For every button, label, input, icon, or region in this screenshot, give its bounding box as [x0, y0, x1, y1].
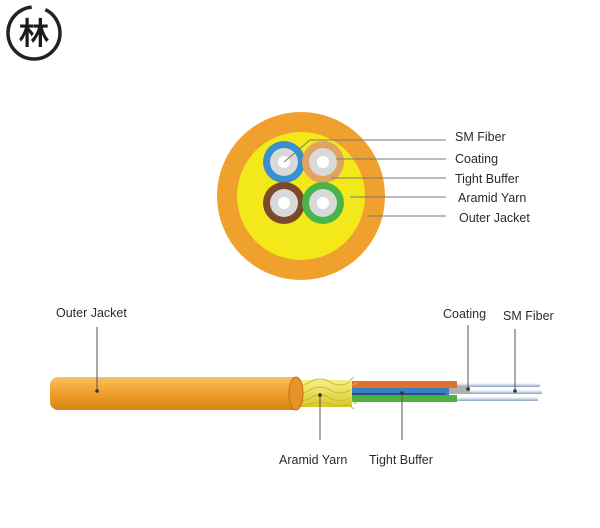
logo-glyph: 林 [19, 17, 49, 52]
cross-fiber-brown [263, 182, 305, 224]
leader-cross-sm-fiber [283, 139, 446, 163]
label-cross-aramid-yarn: Aramid Yarn [458, 191, 526, 205]
side-view: Outer Jacket Coating SM Fiber Aramid Yar… [50, 306, 554, 467]
label-side-coating: Coating [443, 307, 486, 321]
label-cross-sm-fiber: SM Fiber [455, 130, 506, 144]
cross-section-view: SM Fiber Coating Tight Buffer Aramid Yar… [217, 112, 530, 280]
label-side-aramid-yarn: Aramid Yarn [279, 453, 347, 467]
cross-fiber-green [302, 182, 344, 224]
cross-fiber-tan [302, 141, 344, 183]
side-coating [430, 386, 470, 394]
brand-logo: 林 [6, 5, 62, 61]
side-sm-fibers [440, 383, 542, 401]
side-outer-jacket [50, 376, 304, 411]
label-cross-coating: Coating [455, 152, 498, 166]
label-cross-outer-jacket: Outer Jacket [459, 211, 530, 225]
label-side-outer-jacket: Outer Jacket [56, 306, 127, 320]
logo-brush-circle [6, 5, 62, 61]
label-side-sm-fiber: SM Fiber [503, 309, 554, 323]
side-tight-buffers [345, 381, 457, 402]
label-side-tight-buffer: Tight Buffer [369, 453, 433, 467]
label-cross-tight-buffer: Tight Buffer [455, 172, 519, 186]
